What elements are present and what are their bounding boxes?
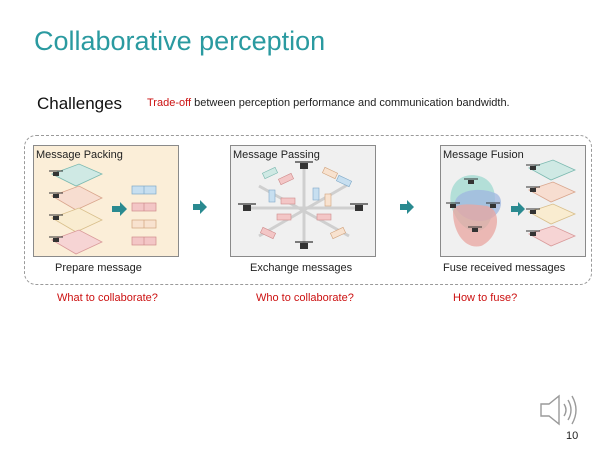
caption-fusion: Fuse received messages [443, 262, 566, 274]
panel-title-fusion: Message Fusion [443, 149, 524, 161]
drone-icon [49, 192, 63, 198]
feature-map-shape [51, 229, 103, 255]
message-packet [316, 213, 332, 221]
drone-icon [238, 203, 256, 211]
caption-passing: Exchange messages [250, 262, 353, 274]
speaker-icon[interactable] [537, 390, 583, 430]
panel-title-passing: Message Passing [233, 149, 320, 161]
panel-title-packing: Message Packing [36, 149, 123, 161]
drone-icon [526, 230, 540, 236]
panel-message-fusion: Message Fusion [440, 145, 586, 257]
panel-message-passing: Message Passing [230, 145, 376, 257]
message-packet [324, 193, 332, 207]
challenges-label: Challenges [37, 94, 123, 113]
feature-map-shape [528, 225, 577, 247]
packing-diagram [49, 163, 157, 255]
right-arrow-icon [400, 200, 414, 214]
fusion-region [453, 204, 498, 247]
drone-icon [295, 161, 313, 169]
right-arrow-icon [112, 202, 127, 216]
message-packet [131, 202, 157, 212]
message-packet [131, 236, 157, 246]
message-packet [277, 172, 295, 186]
feature-map-shape [528, 203, 577, 225]
drone-icon [486, 202, 500, 208]
drone-icon [446, 202, 460, 208]
drone-icon [49, 214, 63, 220]
tradeoff-highlight: Trade-off [147, 97, 192, 109]
question-fusion: How to fuse? [453, 292, 518, 304]
fusion-diagram [446, 159, 577, 247]
message-packet [276, 213, 292, 221]
panel-message-packing: Message Packing [33, 145, 179, 257]
message-packet [312, 187, 320, 201]
slide-title: Collaborative perception [34, 26, 326, 56]
message-packet [259, 226, 277, 240]
drone-icon [526, 164, 540, 170]
feature-map-shape [51, 185, 103, 211]
drone-icon [350, 203, 368, 211]
drone-icon [526, 186, 540, 192]
tradeoff-statement: Trade-off between perception performance… [147, 97, 510, 109]
tradeoff-rest: between perception performance and commu… [191, 97, 510, 109]
right-arrow-icon [193, 200, 207, 214]
question-packing: What to collaborate? [57, 292, 158, 304]
caption-packing: Prepare message [55, 262, 142, 274]
drone-icon [295, 241, 313, 249]
question-passing: Who to collaborate? [256, 292, 354, 304]
drone-icon [526, 208, 540, 214]
feature-map-shape [51, 207, 103, 233]
feature-map-shape [528, 159, 577, 181]
message-packet [131, 185, 157, 195]
right-arrow-icon [511, 202, 525, 216]
pipeline-container [24, 135, 592, 285]
drone-icon [49, 170, 63, 176]
page-number: 10 [566, 430, 579, 442]
message-packet [280, 197, 296, 205]
message-packet [131, 219, 157, 229]
message-packet [261, 166, 279, 180]
drone-icon [49, 236, 63, 242]
passing-diagram [238, 161, 368, 249]
message-packet [329, 226, 347, 240]
feature-map-shape [50, 163, 103, 187]
message-packet [335, 174, 353, 188]
drone-icon [464, 178, 478, 184]
feature-map-shape [528, 181, 577, 203]
drone-icon [468, 226, 482, 232]
message-packet [321, 166, 339, 180]
message-packet [268, 189, 276, 203]
